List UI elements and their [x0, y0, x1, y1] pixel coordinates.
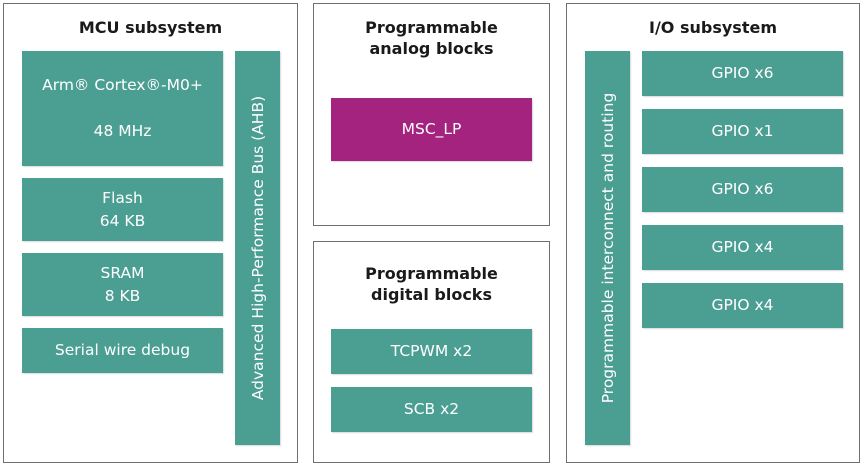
gpio-label: GPIO x4 [711, 296, 774, 314]
cpu-name: Arm® Cortex®-M0+ [42, 76, 203, 94]
scb-label: SCB x2 [403, 400, 460, 418]
cpu-frequency: 48 MHz [93, 122, 152, 140]
msc-lp-block: MSC_LP [331, 98, 532, 161]
cpu-block: Arm® Cortex®-M0+ 48 MHz [22, 51, 223, 166]
interconnect-routing-bar: Programmable interconnect and routing [585, 51, 630, 445]
tcpwm-label: TCPWM x2 [390, 342, 473, 360]
sram-block: SRAM 8 KB [22, 253, 223, 316]
scb-block: SCB x2 [331, 387, 532, 432]
digital-blocks-panel: Programmable digital blocks TCPWM x2 SCB… [313, 241, 550, 463]
ahb-bus-bar: Advanced High-Performance Bus (AHB) [235, 51, 280, 445]
gpio-label: GPIO x6 [711, 180, 774, 198]
io-subsystem-title: I/O subsystem [649, 18, 777, 37]
mcu-subsystem-panel: MCU subsystem Arm® Cortex®-M0+ 48 MHz Fl… [3, 3, 298, 463]
interconnect-routing-label: Programmable interconnect and routing [598, 92, 617, 404]
gpio-block: GPIO x6 [642, 167, 843, 212]
serial-wire-debug-block: Serial wire debug [22, 328, 223, 373]
gpio-label: GPIO x6 [711, 64, 774, 82]
serial-wire-debug-label: Serial wire debug [54, 341, 191, 359]
mcu-subsystem-title: MCU subsystem [78, 18, 223, 37]
msc-lp-label: MSC_LP [401, 120, 462, 138]
flash-label: Flash 64 KB [99, 188, 146, 230]
analog-blocks-panel: Programmable analog blocks MSC_LP [313, 3, 550, 226]
gpio-block: GPIO x6 [642, 51, 843, 96]
sram-label: SRAM 8 KB [100, 263, 145, 305]
gpio-label: GPIO x4 [711, 238, 774, 256]
digital-blocks-title: Programmable digital blocks [365, 264, 498, 304]
gpio-block: GPIO x4 [642, 283, 843, 328]
ahb-bus-label: Advanced High-Performance Bus (AHB) [248, 95, 267, 401]
tcpwm-block: TCPWM x2 [331, 329, 532, 374]
io-subsystem-panel: I/O subsystem Programmable interconnect … [566, 3, 860, 463]
gpio-block: GPIO x1 [642, 109, 843, 154]
flash-block: Flash 64 KB [22, 178, 223, 241]
analog-blocks-title: Programmable analog blocks [365, 18, 498, 58]
gpio-label: GPIO x1 [711, 122, 774, 140]
gpio-block: GPIO x4 [642, 225, 843, 270]
